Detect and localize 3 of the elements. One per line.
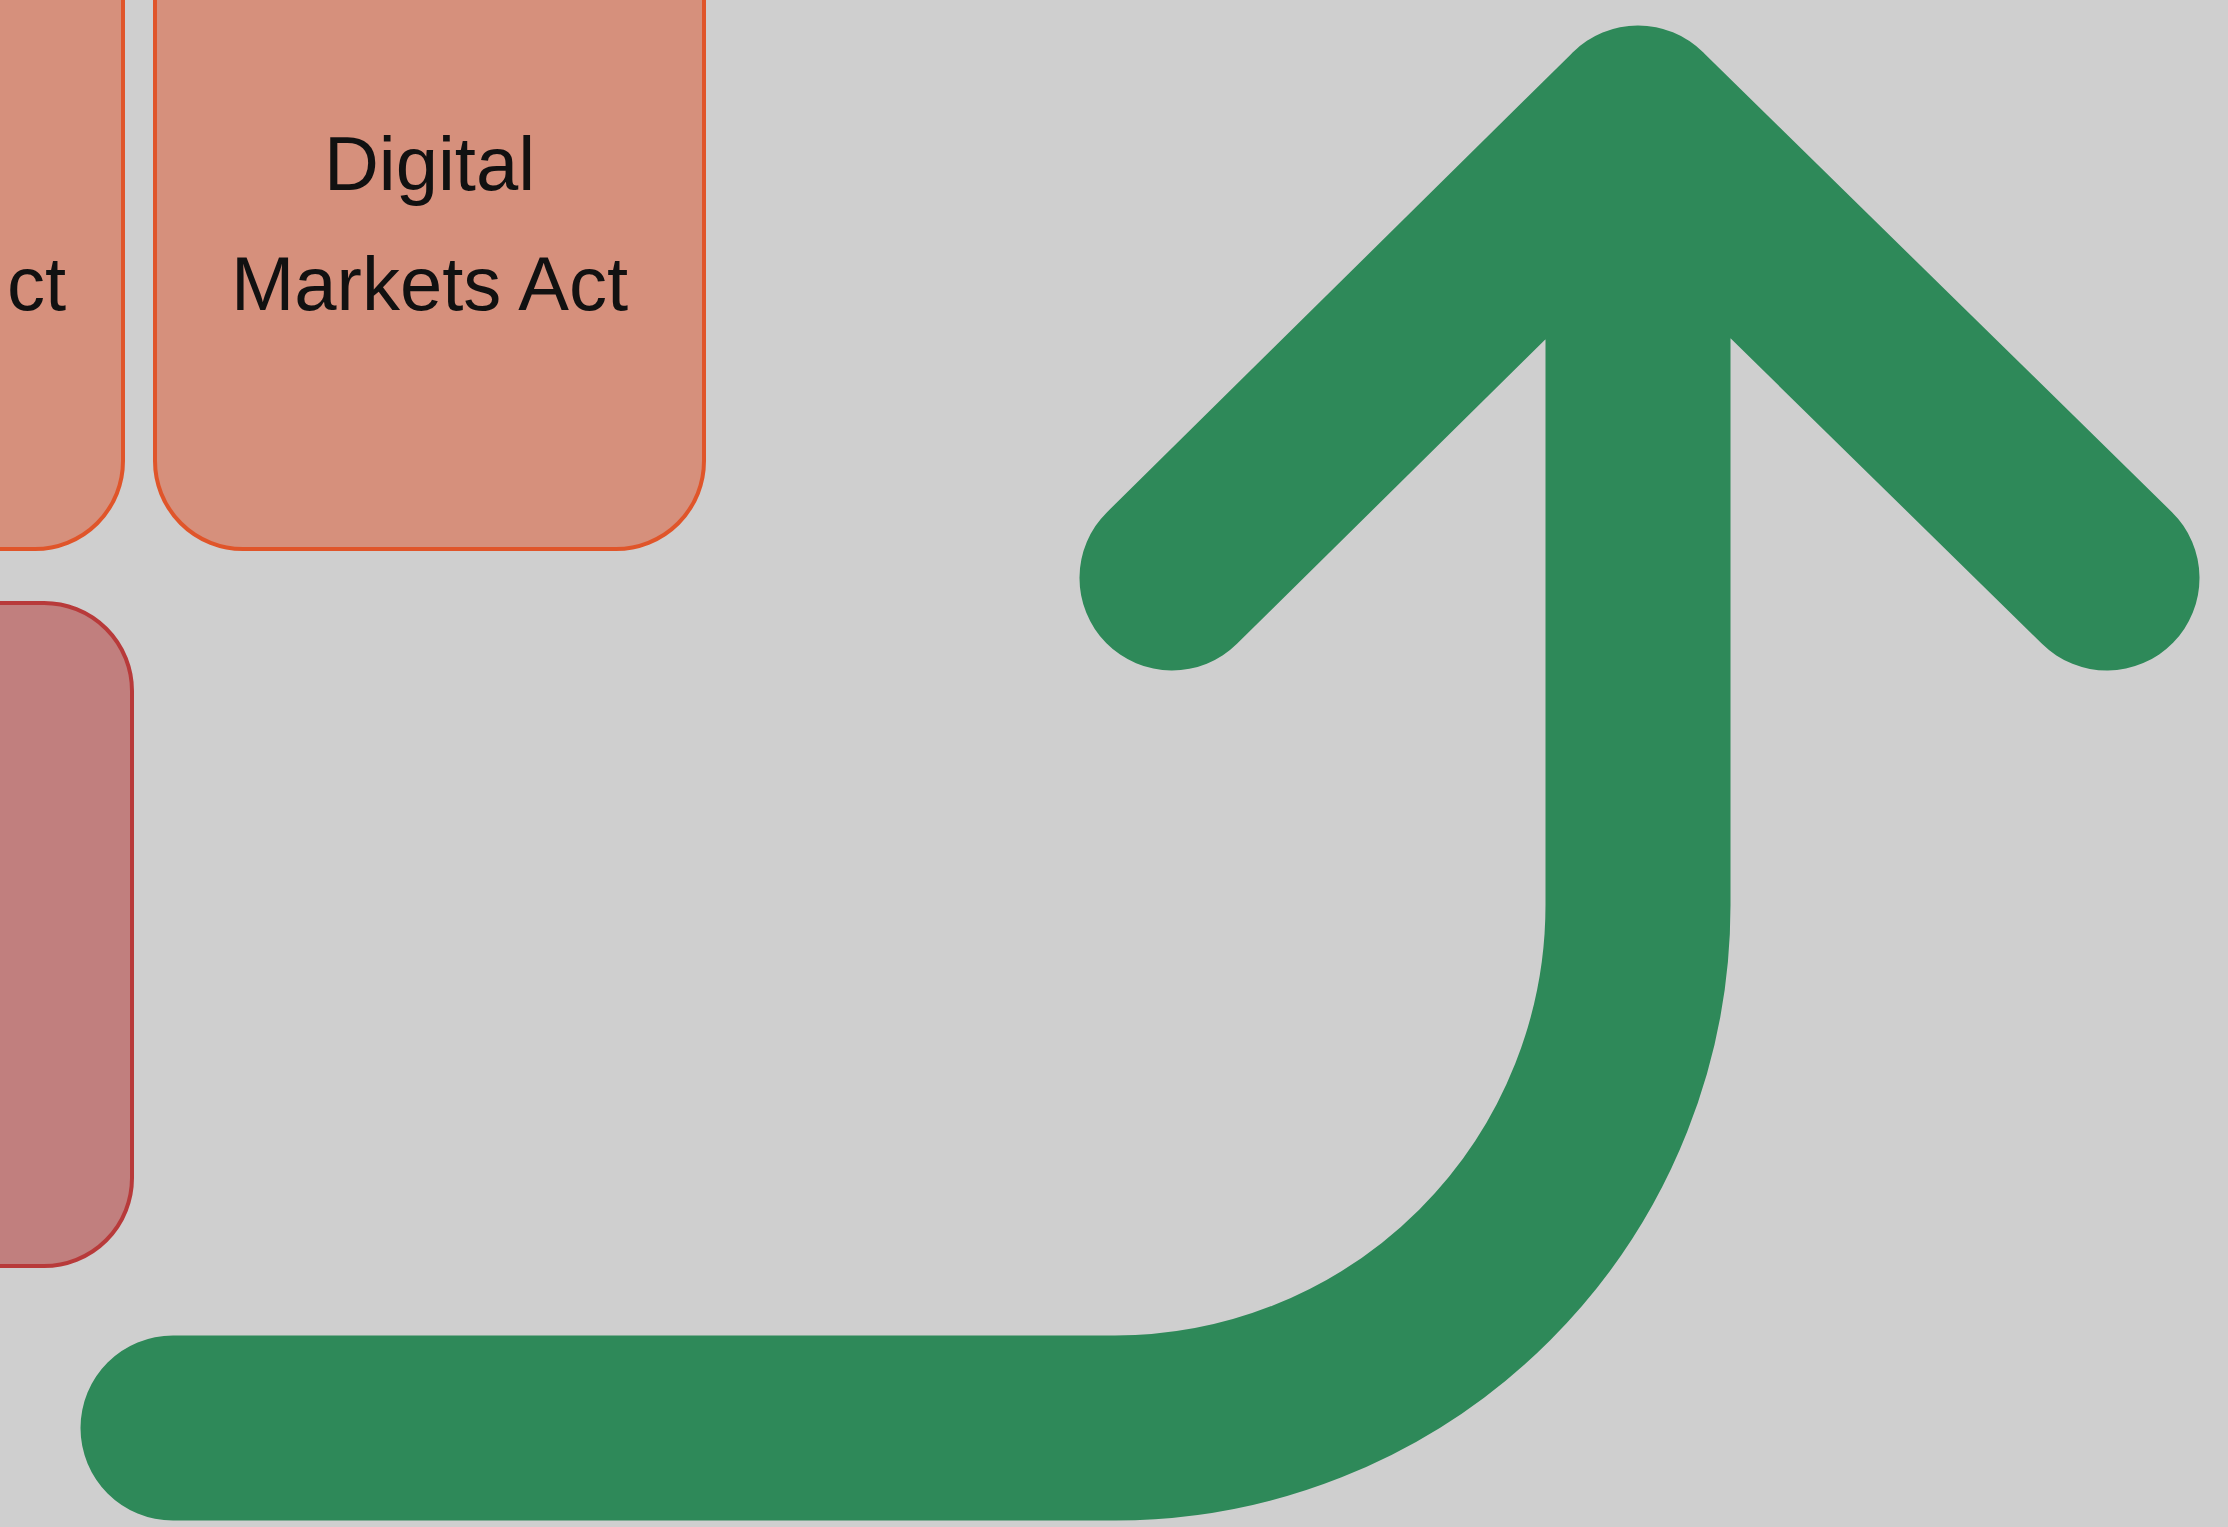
box-label: Digital Markets Act (230, 120, 629, 328)
law-box (153, 0, 706, 551)
box-label: ct (5, 240, 66, 328)
